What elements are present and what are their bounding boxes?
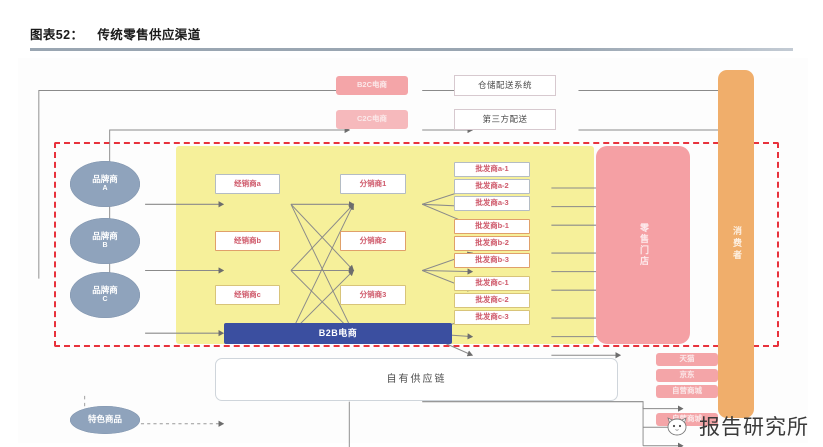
- wholesaler-a2[interactable]: 批发商a-2: [454, 179, 530, 194]
- wholesaler-c1-label: 批发商c-1: [475, 278, 509, 288]
- distributor-3[interactable]: 分销商3: [340, 285, 406, 305]
- figure-number: 图表52：: [30, 28, 84, 42]
- own-channel-jd[interactable]: 京东: [656, 369, 718, 382]
- dealer-b-label: 经销商b: [233, 235, 262, 245]
- brand-c-label: 品牌商: [92, 284, 118, 295]
- figure-title-text: 传统零售供应渠道: [97, 28, 201, 42]
- third-party-delivery[interactable]: 第三方配送: [454, 109, 556, 130]
- own-supply-chain-label: 自有供应链: [386, 374, 447, 385]
- wholesaler-b3[interactable]: 批发商b-3: [454, 253, 530, 268]
- wholesaler-b1-label: 批发商b-1: [475, 221, 509, 231]
- b2b-ecommerce-bar[interactable]: B2B电商: [224, 323, 452, 344]
- page-title: 图表52： 传统零售供应渠道: [30, 24, 201, 43]
- third-party-delivery-label: 第三方配送: [482, 113, 528, 124]
- wholesaler-c3[interactable]: 批发商c-3: [454, 310, 530, 325]
- warehouse-distribution-label: 仓储配送系统: [477, 79, 532, 90]
- brand-a[interactable]: 品牌商 A: [70, 161, 140, 207]
- retail-store-label: 零售门店: [638, 223, 649, 267]
- wholesaler-a2-label: 批发商a-2: [475, 181, 509, 191]
- dealer-c[interactable]: 经销商c: [215, 285, 280, 305]
- watermark-label: 报告研究所: [699, 415, 809, 439]
- wholesaler-c2-label: 批发商c-2: [475, 295, 509, 305]
- distributor-3-label: 分销商3: [359, 289, 387, 299]
- consumer-column[interactable]: 消费者: [718, 70, 754, 418]
- dealer-b[interactable]: 经销商b: [215, 231, 280, 251]
- cat-logo-icon: [667, 417, 687, 436]
- brand-a-label: 品牌商: [92, 173, 118, 184]
- wholesaler-a3[interactable]: 批发商a-3: [454, 196, 530, 211]
- channel-c2c[interactable]: C2C电商: [336, 110, 408, 129]
- wholesaler-c1[interactable]: 批发商c-1: [454, 276, 530, 291]
- channel-b2c-label: B2C电商: [356, 80, 387, 90]
- figure-header: 图表52： 传统零售供应渠道: [0, 0, 823, 55]
- dealer-c-label: 经销商c: [234, 289, 261, 299]
- diagram-canvas: B2C电商 C2C电商 仓储配送系统 第三方配送 品牌商 A 品牌商 B 品牌商…: [18, 58, 808, 447]
- distributor-2-label: 分销商2: [359, 235, 387, 245]
- own-channel-jd-label: 京东: [679, 370, 695, 380]
- dealer-a-label: 经销商a: [234, 178, 261, 188]
- wholesaler-a1[interactable]: 批发商a-1: [454, 162, 530, 177]
- channel-b2c[interactable]: B2C电商: [336, 76, 408, 95]
- brand-a-sub: A: [102, 185, 108, 193]
- wholesaler-b1[interactable]: 批发商b-1: [454, 219, 530, 234]
- brand-b[interactable]: 品牌商 B: [70, 218, 140, 264]
- wholesaler-b3-label: 批发商b-3: [475, 255, 509, 265]
- retail-store[interactable]: 零售门店: [596, 146, 690, 344]
- special-goods-label: 特色商品: [87, 414, 122, 425]
- wholesaler-c3-label: 批发商c-3: [475, 312, 509, 322]
- wholesaler-a1-label: 批发商a-1: [475, 164, 509, 174]
- brand-c-sub: C: [102, 296, 108, 304]
- distributor-1-label: 分销商1: [359, 178, 387, 188]
- wholesaler-a3-label: 批发商a-3: [475, 198, 509, 208]
- wholesaler-b2-label: 批发商b-2: [475, 238, 509, 248]
- b2b-ecommerce-label: B2B电商: [318, 327, 358, 338]
- special-goods[interactable]: 特色商品: [70, 406, 140, 434]
- watermark: 报告研究所: [665, 411, 809, 441]
- warehouse-distribution-system[interactable]: 仓储配送系统: [454, 75, 556, 96]
- brand-b-label: 品牌商: [92, 230, 118, 241]
- own-supply-chain[interactable]: 自有供应链: [215, 358, 618, 401]
- brand-b-sub: B: [102, 242, 108, 250]
- channel-c2c-label: C2C电商: [356, 114, 387, 124]
- wholesaler-c2[interactable]: 批发商c-2: [454, 293, 530, 308]
- wholesaler-b2[interactable]: 批发商b-2: [454, 236, 530, 251]
- dealer-a[interactable]: 经销商a: [215, 174, 280, 194]
- own-channel-self-mall[interactable]: 自营商城: [656, 385, 718, 398]
- own-channel-self-mall-label: 自营商城: [672, 386, 702, 396]
- header-divider: [30, 48, 793, 51]
- distributor-1[interactable]: 分销商1: [340, 174, 406, 194]
- distributor-2[interactable]: 分销商2: [340, 231, 406, 251]
- brand-c[interactable]: 品牌商 C: [70, 272, 140, 318]
- own-channel-tmall[interactable]: 天猫: [656, 353, 718, 366]
- own-channel-tmall-label: 天猫: [679, 354, 695, 364]
- own-channel-extra-label: 自营商城: [672, 414, 702, 424]
- consumer-label: 消费者: [731, 226, 742, 262]
